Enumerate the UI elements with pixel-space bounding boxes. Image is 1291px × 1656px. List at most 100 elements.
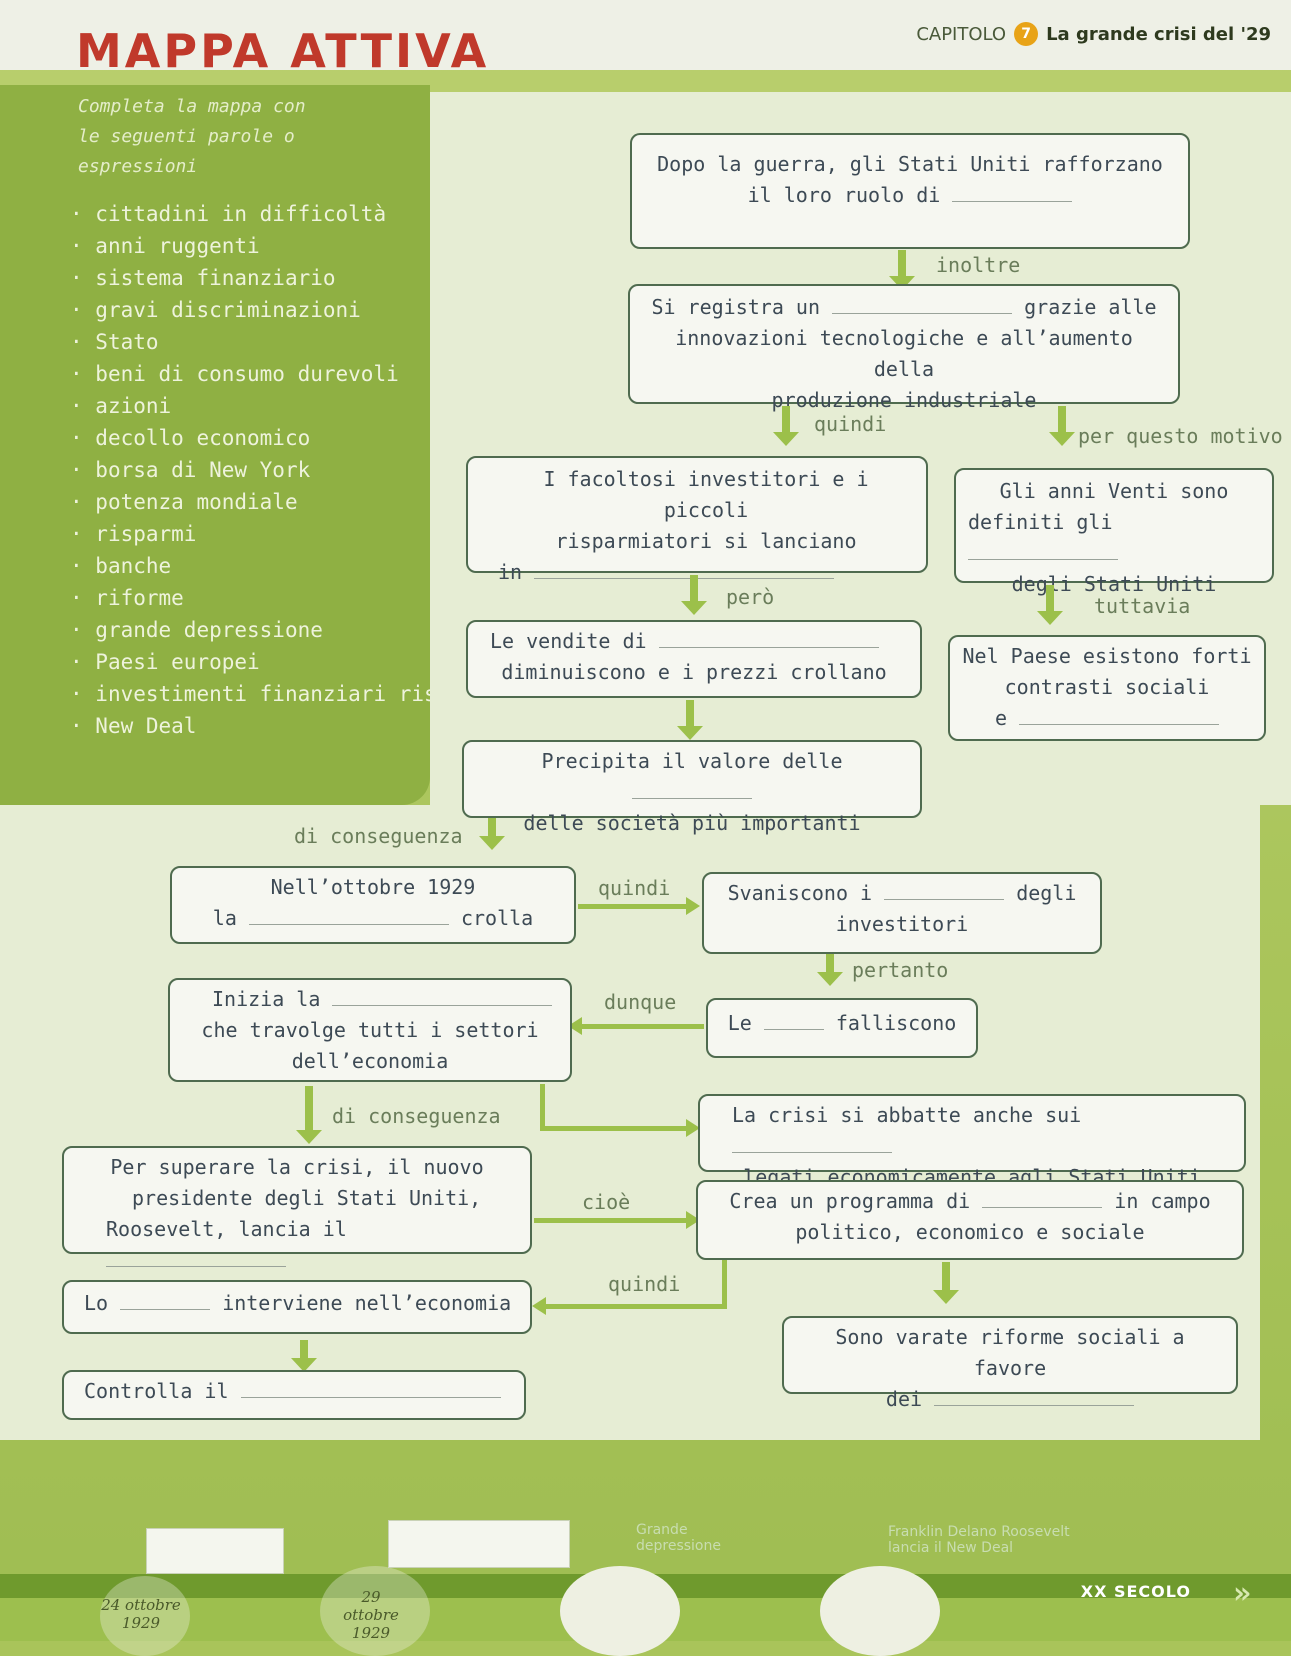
century-label: XX SECOLO — [1080, 1582, 1191, 1601]
box-text: Sono varate riforme sociali a favore — [835, 1325, 1185, 1380]
word-bank-item: Paesi europei — [70, 646, 513, 678]
box-text: crolla — [460, 906, 534, 930]
box-text: che travolge tutti i settori — [201, 1018, 539, 1042]
connector-label: quindi — [608, 1272, 681, 1296]
word-bank-item: beni di consumo durevoli — [70, 358, 513, 390]
answer-blank[interactable] — [968, 539, 1118, 560]
connector-label: di conseguenza — [294, 824, 463, 848]
right-arrow — [540, 1119, 700, 1137]
map-box-social-contrasts: Nel Paese esistono forti contrasti socia… — [948, 635, 1266, 741]
map-box-october-1929: Nell’ottobre 1929 la crolla — [170, 866, 576, 944]
answer-blank[interactable] — [982, 1187, 1103, 1208]
connector-label: pertanto — [852, 958, 949, 982]
map-box-banks-fail: Le falliscono — [706, 998, 978, 1058]
answer-blank[interactable] — [240, 1377, 501, 1398]
connector-label: per questo motivo — [1078, 424, 1283, 448]
box-text: Crea un programma di — [729, 1189, 971, 1213]
page-title: MAPPA ATTIVA — [76, 24, 490, 78]
down-arrow — [479, 818, 505, 850]
top-bar — [0, 0, 1291, 70]
box-text: dell’economia — [291, 1049, 449, 1073]
connector-label: però — [726, 585, 775, 609]
word-bank-item: sistema finanziario — [70, 262, 513, 294]
word-bank-item: decollo economico — [70, 422, 513, 454]
left-arrow — [568, 1017, 704, 1035]
map-box-savings-vanish: Svaniscono i degli investitori — [702, 872, 1102, 954]
word-bank-item: grande depressione — [70, 614, 513, 646]
answer-blank[interactable] — [832, 293, 1013, 314]
box-text: Si registra un — [651, 295, 821, 319]
timeline-date: 24 ottobre 1929 — [101, 1596, 181, 1632]
box-text: definiti gli — [968, 510, 1113, 534]
answer-blank[interactable] — [120, 1289, 211, 1310]
box-text: diminuiscono e i prezzi crollano — [501, 660, 887, 684]
answer-blank[interactable] — [632, 778, 752, 799]
box-text: e — [994, 706, 1007, 730]
box-text: Inizia la — [212, 987, 321, 1011]
down-arrow — [677, 700, 703, 740]
map-box-twenties: Gli anni Venti sono definiti gli degli S… — [954, 468, 1274, 596]
left-arrow — [532, 1297, 727, 1315]
timeline-label: Franklin Delano Roosevelt lancia il New … — [888, 1524, 1070, 1556]
box-text: Le vendite di — [490, 629, 647, 653]
word-bank-item: cittadini in difficoltà — [70, 198, 513, 230]
box-text: Controlla il — [84, 1379, 229, 1403]
answer-blank[interactable] — [732, 1132, 892, 1153]
map-box-post-war-role: Dopo la guerra, gli Stati Uniti rafforza… — [630, 133, 1190, 249]
right-arrow — [578, 897, 700, 915]
answer-blank[interactable] — [952, 181, 1073, 202]
box-text: contrasti sociali — [1004, 675, 1210, 699]
answer-blank[interactable] — [763, 1009, 824, 1030]
connector-label: quindi — [814, 412, 887, 436]
timeline-answer-box[interactable] — [146, 1528, 284, 1574]
map-box-social-reforms: Sono varate riforme sociali a favore dei — [782, 1316, 1238, 1411]
answer-blank[interactable] — [106, 1246, 286, 1267]
word-bank-intro: Completa la mappa con le seguenti parole… — [78, 96, 306, 177]
answer-blank[interactable] — [332, 985, 553, 1006]
box-text: Gli anni Venti sono — [999, 479, 1229, 503]
map-box-investors: I facoltosi investitori e i piccoli risp… — [466, 456, 928, 584]
connector-label: di conseguenza — [332, 1104, 501, 1128]
answer-blank[interactable] — [248, 904, 449, 925]
box-text: degli — [1016, 881, 1077, 905]
map-box-sales-drop: Le vendite di diminuiscono e i prezzi cr… — [466, 620, 922, 698]
answer-blank[interactable] — [884, 879, 1005, 900]
timeline-answer-box[interactable] — [388, 1520, 570, 1568]
down-arrow — [1049, 406, 1075, 446]
answer-blank[interactable] — [534, 558, 835, 579]
connector-label: quindi — [598, 876, 671, 900]
word-bank-item: gravi discriminazioni — [70, 294, 513, 326]
down-arrow — [889, 250, 915, 290]
box-text: Per superare la crisi, il nuovo — [110, 1155, 484, 1179]
answer-blank[interactable] — [658, 627, 879, 648]
timeline-date-marker — [820, 1566, 940, 1656]
box-text: presidente degli Stati Uniti, — [132, 1186, 482, 1210]
box-text: degli Stati Uniti — [1011, 572, 1217, 596]
box-text: delle società più importanti — [523, 811, 861, 835]
timeline-label: Grande depressione — [636, 1522, 721, 1554]
box-text: Nell’ottobre 1929 — [270, 875, 476, 899]
word-bank-item: risparmi — [70, 518, 513, 550]
connector-label: tuttavia — [1094, 594, 1191, 618]
map-box-economic-growth: Si registra un grazie alle innovazioni t… — [628, 284, 1180, 412]
box-text: grazie alle — [1024, 295, 1157, 319]
box-text: investitori — [835, 912, 969, 936]
map-box-europe-crisis: La crisi si abbatte anche sui legati eco… — [698, 1094, 1246, 1189]
down-arrow — [773, 406, 799, 446]
answer-blank[interactable] — [1019, 704, 1220, 725]
box-text: La crisi si abbatte anche sui — [732, 1103, 1082, 1127]
down-arrow — [296, 1086, 322, 1144]
word-bank-list: cittadini in difficoltà anni ruggenti si… — [70, 198, 513, 742]
box-text: Roosevelt, lancia il — [106, 1217, 347, 1241]
word-bank-item: riforme — [70, 582, 513, 614]
box-text: interviene nell’economia — [222, 1291, 512, 1315]
map-box-state-intervention: Lo interviene nell’economia — [62, 1280, 532, 1334]
word-bank-item: banche — [70, 550, 513, 582]
answer-blank[interactable] — [934, 1385, 1135, 1406]
timeline-date: 29 ottobre 1929 — [343, 1588, 399, 1642]
box-text: falliscono — [835, 1011, 957, 1035]
box-text: politico, economico e sociale — [795, 1220, 1145, 1244]
down-arrow — [1037, 585, 1063, 625]
word-bank-item: borsa di New York — [70, 454, 513, 486]
map-box-reform-program: Crea un programma di in campo politico, … — [696, 1180, 1244, 1260]
